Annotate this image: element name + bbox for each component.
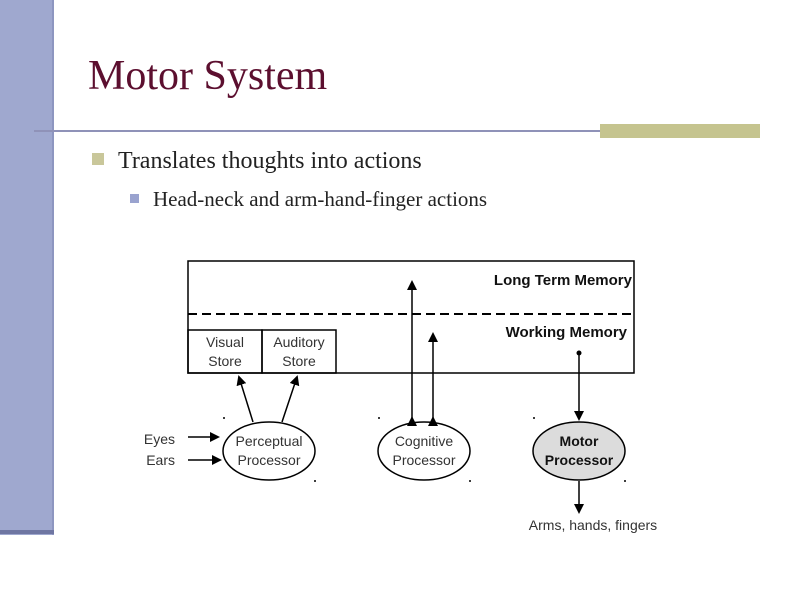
motor-processor	[532, 421, 626, 481]
left-decor-bar-base	[0, 530, 54, 534]
motor-processor-label-line2: Processor	[545, 452, 614, 468]
bullet-text: Translates thoughts into actions	[118, 148, 422, 174]
perceptual-processor	[222, 421, 316, 481]
output-label: Arms, hands, fingers	[529, 517, 657, 533]
bullet-level-1: Translates thoughts into actions	[92, 148, 422, 175]
bullet-text: Head-neck and arm-hand-finger actions	[153, 187, 488, 211]
auditory-store-box	[261, 329, 337, 374]
motor-processor-label-line1: Motor	[560, 433, 599, 449]
perceptual-to-visual-store-arrow	[236, 375, 254, 423]
eyes-label: Eyes	[144, 431, 175, 447]
bullet-level-2: Head-neck and arm-hand-finger actions	[130, 187, 487, 212]
visual-store-label-line2: Store	[208, 353, 242, 369]
corner-dots	[223, 417, 626, 482]
square-bullet-icon	[130, 194, 139, 203]
title-underline	[34, 130, 760, 132]
cognitive-processor-label-line2: Processor	[392, 452, 455, 468]
cognitive-processor-label-line1: Cognitive	[395, 433, 454, 449]
working-memory-label: Working Memory	[506, 324, 628, 341]
auditory-store-label-line2: Store	[282, 353, 316, 369]
perceptual-processor-label-line1: Perceptual	[236, 433, 303, 449]
perceptual-processor-label-line2: Processor	[237, 452, 300, 468]
long-term-memory-label: Long Term Memory	[494, 272, 633, 289]
slide-title: Motor System	[88, 53, 328, 99]
left-decor-bar	[0, 0, 54, 535]
perceptual-to-auditory-store-arrow	[281, 375, 300, 423]
visual-store-label-line1: Visual	[206, 334, 244, 350]
ears-label: Ears	[146, 452, 175, 468]
working-memory-output-dot	[576, 350, 582, 356]
cognitive-processor	[377, 421, 471, 481]
square-bullet-icon	[92, 153, 104, 165]
title-accent-bar	[600, 124, 760, 138]
auditory-store-label-line1: Auditory	[273, 334, 324, 350]
